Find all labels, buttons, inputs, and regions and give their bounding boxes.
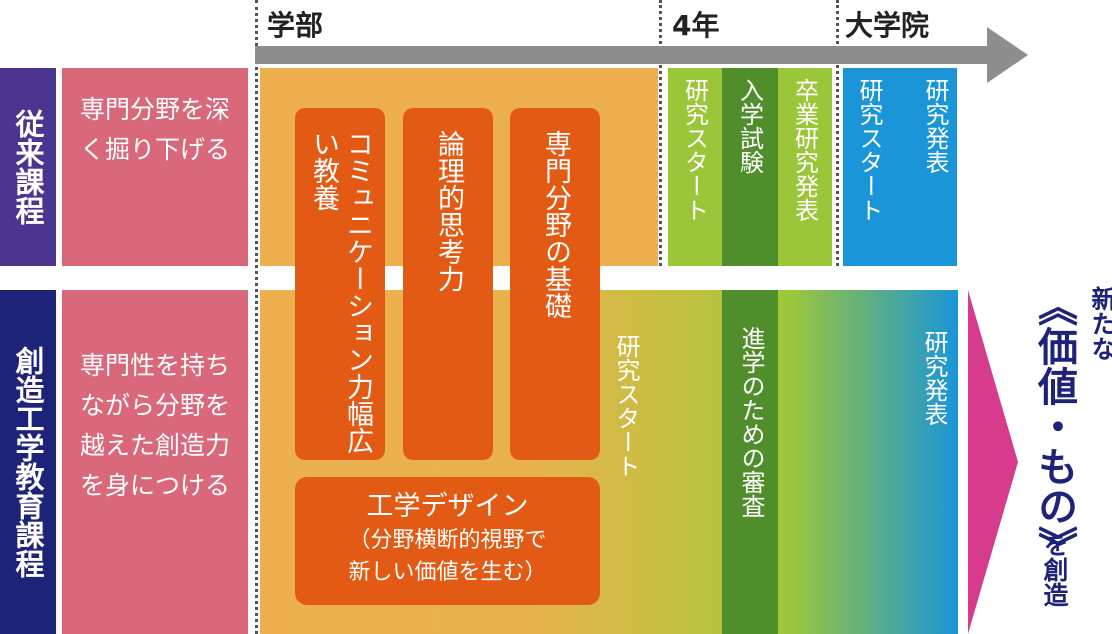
conventional-grad-block bbox=[843, 68, 957, 266]
engineering-design-sub1: （分野横断的視野で bbox=[348, 528, 547, 553]
creative-stage-research-start: 研究スタート bbox=[612, 334, 640, 478]
header-year4: 4年 bbox=[672, 9, 720, 42]
outcome-line3: を創造 bbox=[1040, 532, 1069, 607]
engineering-design-title: 工学デザイン bbox=[366, 491, 529, 522]
divider-year4 bbox=[659, 0, 662, 266]
outcome-arrow bbox=[968, 290, 1018, 634]
conventional-stage-research-start: 研究スタート bbox=[668, 68, 722, 266]
header-undergrad: 学部 bbox=[267, 9, 324, 42]
divider-grad bbox=[836, 0, 839, 266]
creative-exam-column bbox=[722, 290, 778, 634]
engineering-design-box: 工学デザイン （分野横断的視野で 新しい価値を生む） bbox=[295, 477, 600, 605]
creative-description: 専門性を持ちながら分野を越えた創造力を身につける bbox=[62, 290, 248, 634]
header-grad: 大学院 bbox=[845, 9, 930, 42]
divider-left bbox=[255, 0, 258, 634]
timeline-arrow bbox=[255, 27, 1028, 83]
outcome-line1: 新たな bbox=[1088, 286, 1112, 361]
conventional-grad-research-start: 研究スタート bbox=[855, 78, 883, 222]
creative-label: 創造工学教育課程 bbox=[0, 290, 56, 634]
conventional-stage-exam: 入学試験 bbox=[722, 68, 778, 266]
pillar-communication: コミュニケーション力幅広い教養 bbox=[295, 108, 385, 460]
outcome-line2: 《価値・もの》 bbox=[1031, 286, 1077, 566]
engineering-design-sub2: 新しい価値を生む） bbox=[348, 560, 547, 585]
conventional-grad-presentation: 研究発表 bbox=[921, 78, 949, 174]
creative-stage-presentation: 研究発表 bbox=[920, 330, 948, 426]
creative-stage-exam: 進学のための審査 bbox=[737, 326, 765, 518]
conventional-stage-graduation: 卒業研究発表 bbox=[778, 68, 832, 266]
pillar-specialized-basics: 専門分野の基礎 bbox=[510, 108, 600, 460]
conventional-description: 専門分野を深く掘り下げる bbox=[62, 68, 248, 266]
conventional-label: 従来課程 bbox=[0, 68, 56, 266]
pillar-logical-thinking: 論理的思考力 bbox=[403, 108, 493, 460]
